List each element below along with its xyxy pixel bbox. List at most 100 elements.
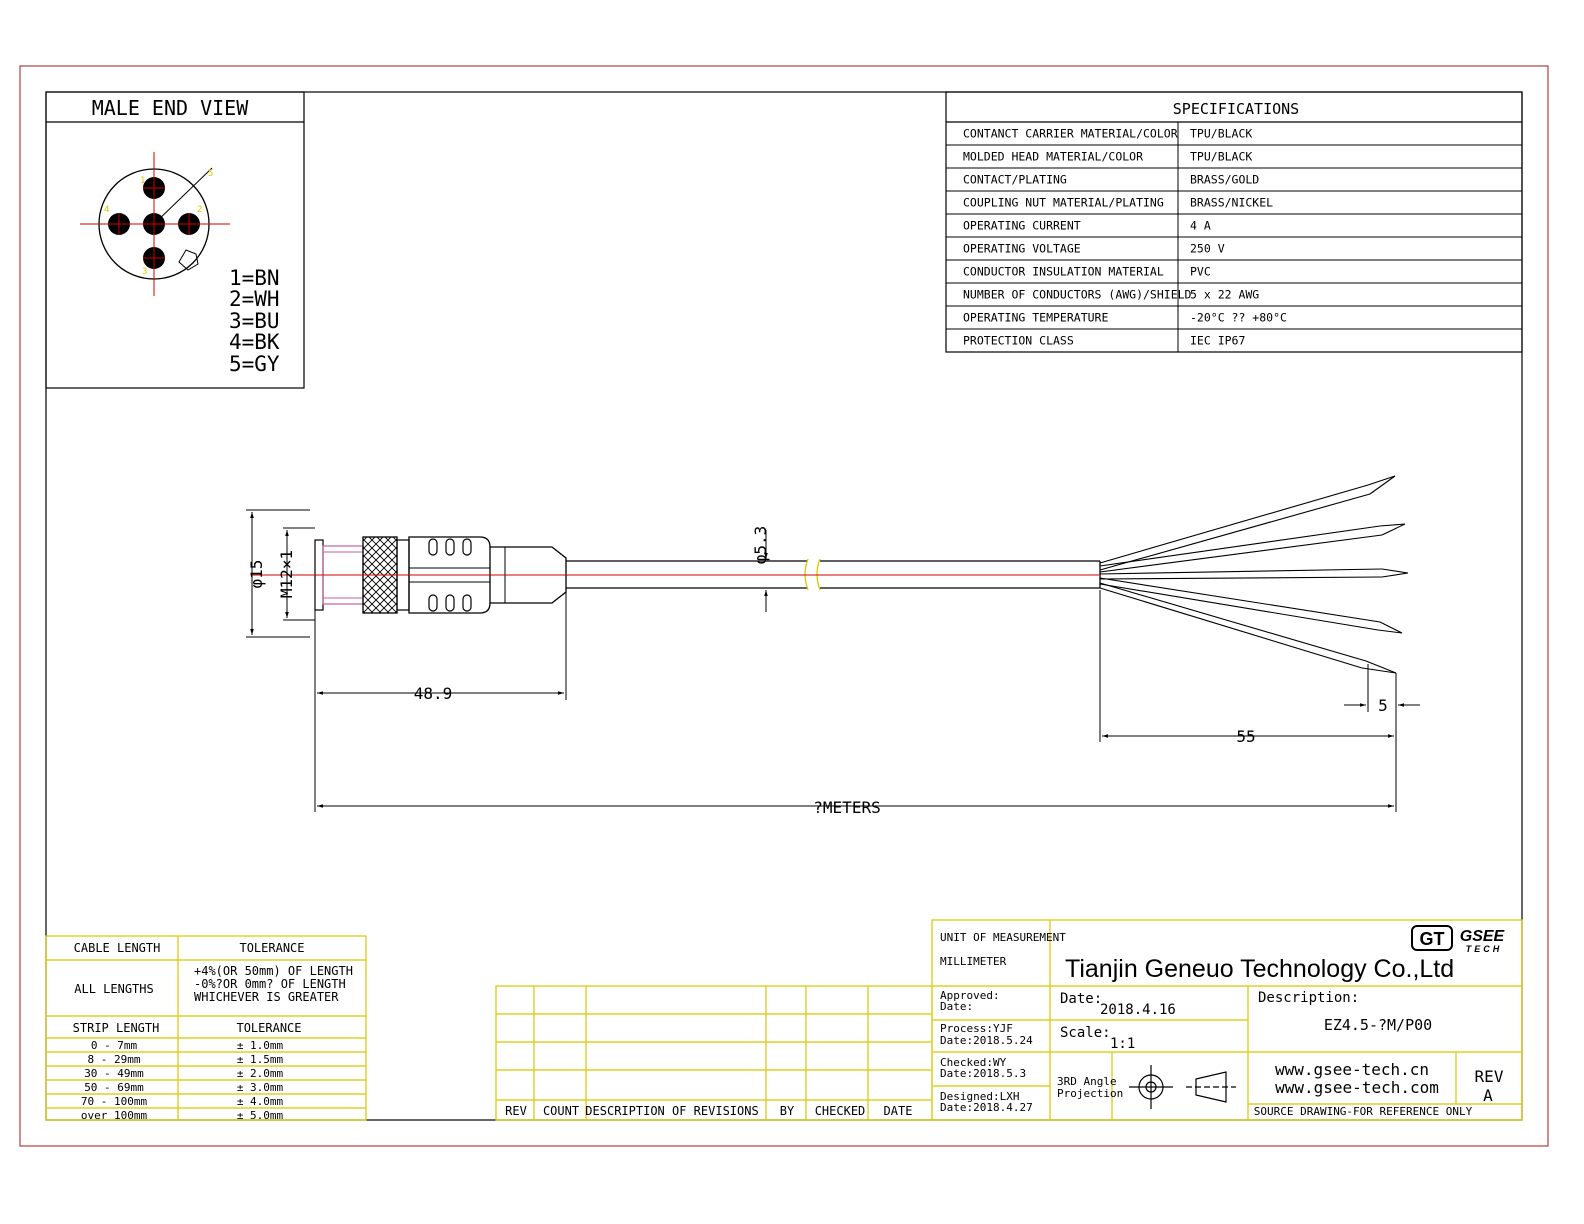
cable-length-header: CABLE LENGTH xyxy=(74,941,161,955)
spec-label: CONTACT/PLATING xyxy=(963,173,1067,187)
strip-tolerance: ± 1.5mm xyxy=(237,1053,284,1066)
dim-strip: 5 xyxy=(1378,696,1388,715)
strip-range: 30 - 49mm xyxy=(84,1067,144,1080)
dim-fan-length: 55 xyxy=(1236,727,1255,746)
spec-label: OPERATING TEMPERATURE xyxy=(963,311,1108,325)
dim-head-length: 48.9 xyxy=(414,684,453,703)
pin5-leader xyxy=(153,167,213,225)
grip-ribs xyxy=(428,538,472,612)
spec-label: CONDUCTOR INSULATION MATERIAL xyxy=(963,265,1164,279)
male-end-view: MALE END VIEW 1 2 3 4 5 1=BN 2=WH 3=BU 4… xyxy=(45,91,305,389)
designed-label: Designed:LXH xyxy=(940,1090,1019,1103)
conductors xyxy=(1099,475,1409,674)
pin-mark-1: 1 xyxy=(140,176,145,186)
spec-value: BRASS/NICKEL xyxy=(1190,196,1273,210)
logo-mark: GT xyxy=(1420,929,1445,949)
description-label: Description: xyxy=(1258,990,1359,1006)
spec-label: NUMBER OF CONDUCTORS (AWG)/SHIELD xyxy=(963,288,1192,302)
date-value: 2018.4.16 xyxy=(1100,1002,1176,1018)
spec-value: 5 x 22 AWG xyxy=(1190,288,1259,302)
spec-label: OPERATING VOLTAGE xyxy=(963,242,1081,256)
wire-color-legend: 1=BN 2=WH 3=BU 4=BK 5=GY xyxy=(229,266,280,376)
strip-tolerance-header: TOLERANCE xyxy=(236,1021,301,1035)
svg-text:4=BK: 4=BK xyxy=(229,330,280,354)
svg-text:+4%(OR 50mm) OF LENGTH: +4%(OR 50mm) OF LENGTH xyxy=(194,964,353,978)
all-lengths: ALL LENGTHS xyxy=(74,982,153,996)
strip-length-header: STRIP LENGTH xyxy=(73,1021,160,1035)
company-name: Tianjin Geneuo Technology Co.,Ltd xyxy=(1065,955,1454,983)
unit-label: UNIT OF MEASUREMENT xyxy=(940,931,1066,944)
approved-date: Date: xyxy=(940,1000,973,1013)
pin-4 xyxy=(108,213,130,235)
strip-tolerance: ± 2.0mm xyxy=(237,1067,284,1080)
title-block-text: UNIT OF MEASUREMENT MILLIMETER Tianjin G… xyxy=(940,925,1506,1118)
spec-label: PROTECTION CLASS xyxy=(963,334,1074,348)
strip-tolerance: ± 4.0mm xyxy=(237,1095,284,1108)
spec-label: MOLDED HEAD MATERIAL/COLOR xyxy=(963,150,1143,164)
date-label: Date: xyxy=(1060,991,1102,1007)
tolerance-table xyxy=(45,935,367,1121)
website-cn: www.gsee-tech.cn xyxy=(1275,1060,1429,1079)
outer-border xyxy=(19,65,1549,1147)
svg-text:-0%?OR 0mm? OF LENGTH: -0%?OR 0mm? OF LENGTH xyxy=(194,977,346,991)
strip-range: 8 - 29mm xyxy=(88,1053,141,1066)
process-label: Process:YJF xyxy=(940,1022,1013,1035)
spec-value: TPU/BLACK xyxy=(1190,150,1252,164)
checked-label: Checked:WY xyxy=(940,1056,1007,1069)
approved-label: Approved: xyxy=(940,989,1000,1002)
spec-value: IEC IP67 xyxy=(1190,334,1245,348)
logo-sub: TECH xyxy=(1466,944,1503,954)
pin-mark-3: 3 xyxy=(142,267,147,277)
gsee-logo: GT GSEE TECH xyxy=(1411,925,1506,954)
pin-mark-2: 2 xyxy=(197,205,202,215)
dimensions xyxy=(246,509,1420,812)
cable-assembly xyxy=(252,475,1409,674)
cable-break xyxy=(804,558,821,591)
spec-value: TPU/BLACK xyxy=(1190,127,1252,141)
dim-phi15: φ15 xyxy=(247,560,266,589)
dim-phi53: φ5.3 xyxy=(751,526,770,565)
projection-symbol xyxy=(1129,1065,1236,1109)
unit-value: MILLIMETER xyxy=(940,955,1007,968)
spec-value: BRASS/GOLD xyxy=(1190,173,1259,187)
strip-range: 0 - 7mm xyxy=(91,1039,138,1052)
svg-text:COUNT: COUNT xyxy=(543,1104,579,1118)
end-view-title: MALE END VIEW xyxy=(92,96,249,120)
spec-label: COUPLING NUT MATERIAL/PLATING xyxy=(963,196,1164,210)
designed-date: Date:2018.4.27 xyxy=(940,1101,1033,1114)
tolerance-text: CABLE LENGTH TOLERANCE ALL LENGTHS +4%(O… xyxy=(73,941,353,1035)
svg-text:5=GY: 5=GY xyxy=(229,352,280,376)
strip-range: 70 - 100mm xyxy=(81,1095,148,1108)
spec-label: OPERATING CURRENT xyxy=(963,219,1081,233)
title-block-frame xyxy=(931,919,1523,1121)
pin-1 xyxy=(143,177,165,199)
svg-text:2=WH: 2=WH xyxy=(229,287,280,311)
dim-total: ?METERS xyxy=(813,798,880,817)
source-note: SOURCE DRAWING-FOR REFERENCE ONLY xyxy=(1254,1105,1473,1118)
dimension-labels: φ15 M12×1 φ5.3 48.9 5 55 ?METERS xyxy=(247,526,1388,817)
dim-m12: M12×1 xyxy=(277,550,296,598)
tolerance-header: TOLERANCE xyxy=(239,941,304,955)
coding-key xyxy=(178,249,199,271)
rev-value: A xyxy=(1483,1086,1493,1105)
scale-value: 1:1 xyxy=(1110,1036,1135,1052)
svg-text:DESCRIPTION OF REVISIONS: DESCRIPTION OF REVISIONS xyxy=(585,1104,758,1118)
spec-label: CONTANCT CARRIER MATERIAL/COLOR xyxy=(963,127,1178,141)
strip-tolerance: ± 5.0mm xyxy=(237,1109,284,1122)
svg-text:3=BU: 3=BU xyxy=(229,309,280,333)
pin-2 xyxy=(178,213,200,235)
description-value: EZ4.5-?M/P00 xyxy=(1324,1016,1432,1034)
strip-tolerance: ± 3.0mm xyxy=(237,1081,284,1094)
svg-text:BY: BY xyxy=(780,1104,795,1118)
pin-mark-4: 4 xyxy=(104,205,109,215)
spec-value: -20°C ?? +80°C xyxy=(1190,311,1287,325)
strip-range: 50 - 69mm xyxy=(84,1081,144,1094)
svg-text:WHICHEVER IS GREATER: WHICHEVER IS GREATER xyxy=(194,990,339,1004)
pin-3 xyxy=(143,247,165,269)
svg-text:CHECKED: CHECKED xyxy=(815,1104,866,1118)
revisions-table xyxy=(495,985,933,1121)
svg-text:1=BN: 1=BN xyxy=(229,266,280,290)
checked-date: Date:2018.5.3 xyxy=(940,1067,1026,1080)
